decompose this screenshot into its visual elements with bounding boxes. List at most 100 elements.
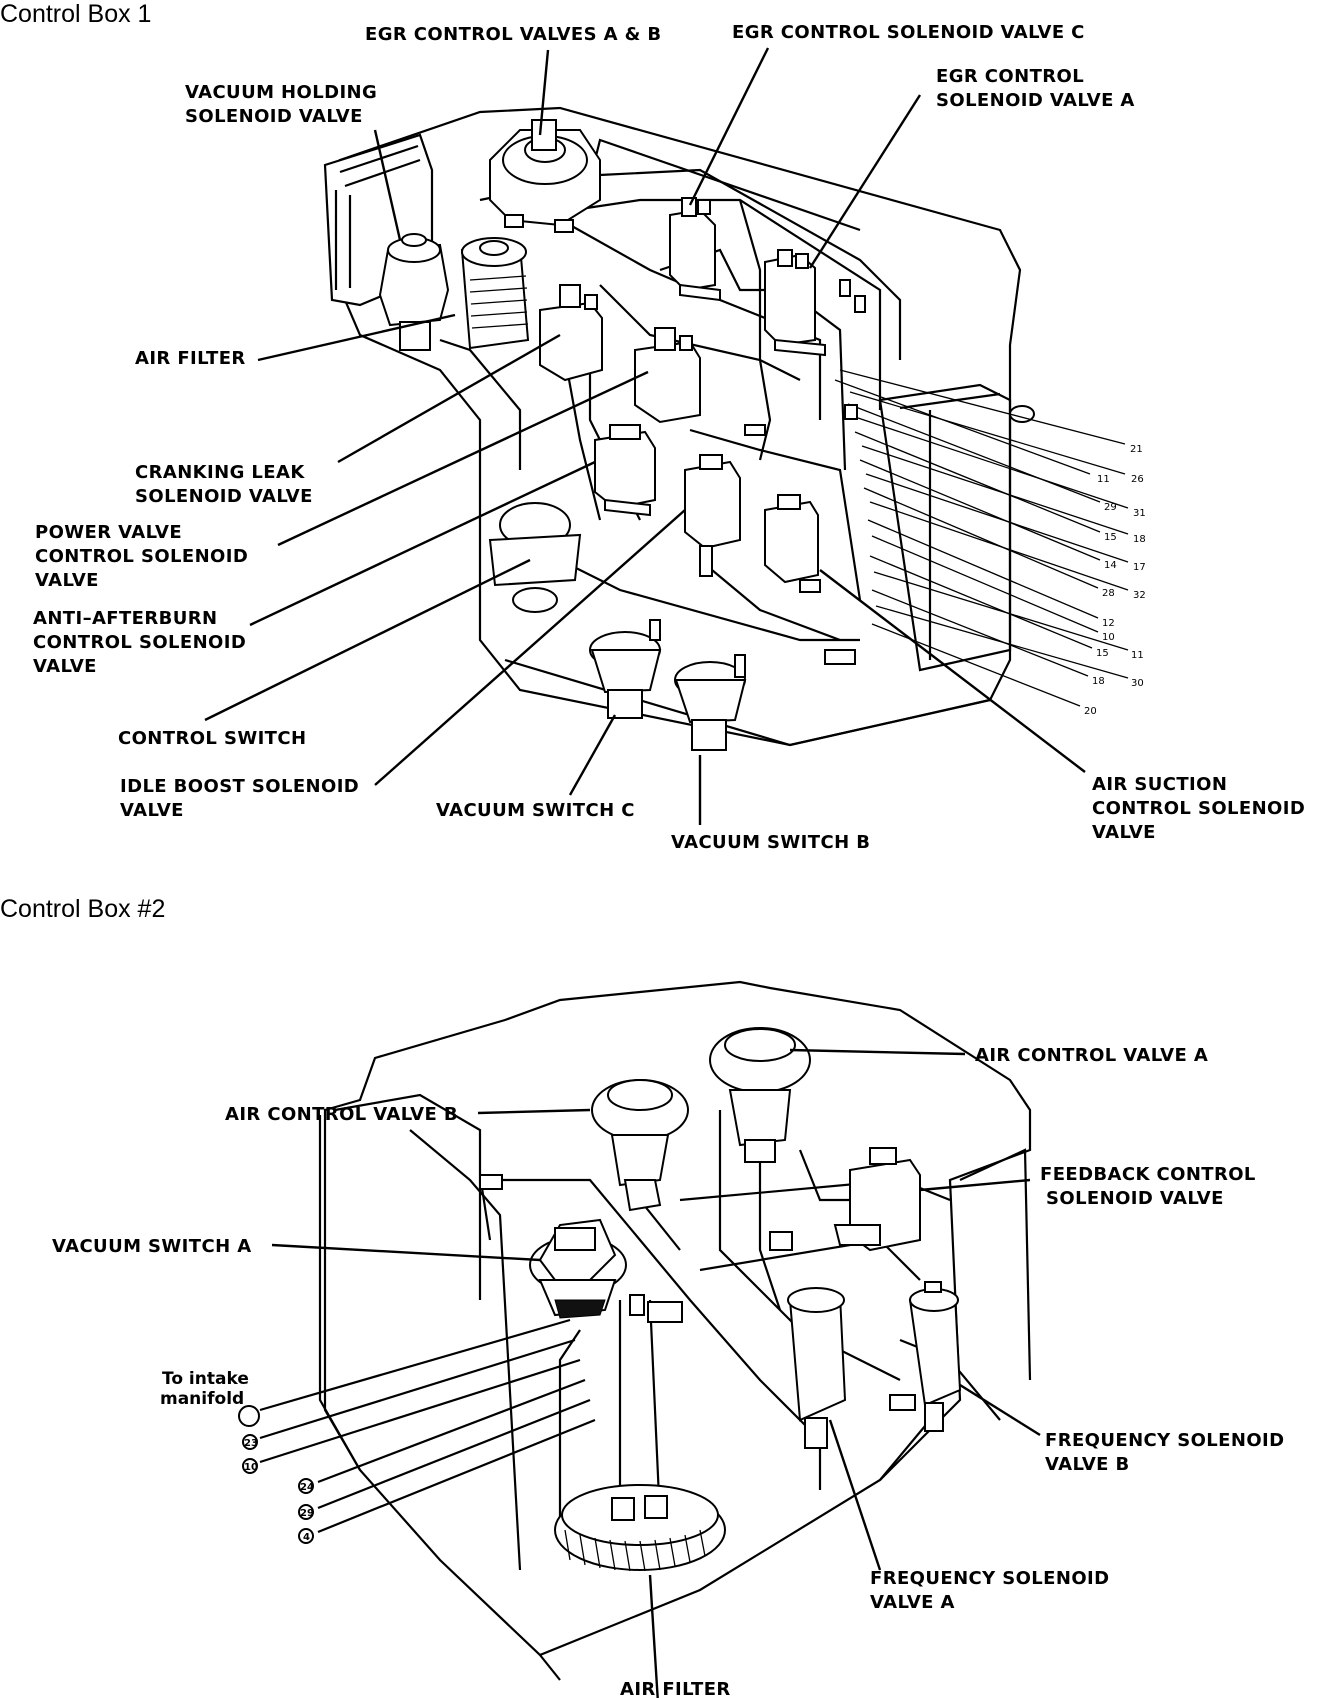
control-box-1-housing xyxy=(323,106,1035,747)
label-air-control-valve-b: AIR CONTROL VALVE B xyxy=(225,1104,458,1125)
port-number: 11 xyxy=(1097,474,1110,485)
intake-manifold-port xyxy=(238,1405,260,1427)
idle-boost-solenoid-valve xyxy=(684,454,741,577)
label-power-valve-line3: VALVE xyxy=(35,570,99,591)
label-anti-afterburn-line1: ANTI–AFTERBURN xyxy=(33,608,218,629)
label-egr-control-solenoid-valve-a-line2: SOLENOID VALVE A xyxy=(936,90,1135,111)
label-feedback-control-line2: SOLENOID VALVE xyxy=(1046,1188,1224,1209)
vacuum-holding-solenoid-valve xyxy=(378,233,450,351)
air-filter-1 xyxy=(460,237,530,350)
control-box-2-labels: AIR CONTROL VALVE A AIR CONTROL VALVE B … xyxy=(52,1045,1284,1698)
label-air-suction-line3: VALVE xyxy=(1092,822,1156,843)
port-number: 10 xyxy=(1102,632,1115,643)
port-number: 23 xyxy=(244,1438,258,1449)
label-frequency-solenoid-b-line2: VALVE B xyxy=(1045,1454,1130,1475)
control-box-2-housing xyxy=(318,980,1032,1681)
frequency-solenoid-valve-a xyxy=(787,1287,847,1449)
control-box-1-labels: EGR CONTROL VALVES A & B EGR CONTROL SOL… xyxy=(33,22,1305,853)
control-switch xyxy=(488,502,582,613)
label-frequency-solenoid-a-line2: VALVE A xyxy=(870,1592,955,1613)
frequency-solenoid-valve-b xyxy=(889,1281,962,1432)
port-number: 12 xyxy=(1102,618,1115,629)
egr-control-valves-ab xyxy=(489,119,601,233)
port-number: 30 xyxy=(1131,678,1144,689)
vacuum-switch-a xyxy=(529,1218,627,1319)
vacuum-switch-b xyxy=(674,654,747,751)
feedback-control-solenoid-valve xyxy=(833,1147,921,1252)
control-box-1-port-hoses xyxy=(834,369,1129,707)
egr-control-solenoid-valve-a xyxy=(764,249,866,357)
port-circle-10 xyxy=(242,1458,258,1474)
label-cranking-leak-line2: SOLENOID VALVE xyxy=(135,486,313,507)
box2-fittings xyxy=(479,1174,793,1323)
control-box-2-title: Control Box #2 xyxy=(0,895,165,923)
control-box-2-leader-lines xyxy=(271,1048,1041,1698)
label-cranking-leak-line1: CRANKING LEAK xyxy=(135,462,305,483)
label-vacuum-switch-c: VACUUM SWITCH C xyxy=(436,800,635,821)
control-box-1: Control Box 1 xyxy=(0,0,1305,853)
label-egr-control-solenoid-valve-c: EGR CONTROL SOLENOID VALVE C xyxy=(732,22,1085,43)
label-control-switch: CONTROL SWITCH xyxy=(118,728,306,749)
port-number: 21 xyxy=(1130,444,1143,455)
label-vacuum-holding-line1: VACUUM HOLDING xyxy=(185,82,377,103)
label-frequency-solenoid-a-line1: FREQUENCY SOLENOID xyxy=(870,1568,1109,1589)
port-circle-4 xyxy=(298,1528,314,1544)
label-air-filter-1: AIR FILTER xyxy=(135,348,246,369)
port-number: 18 xyxy=(1092,676,1105,687)
label-power-valve-line1: POWER VALVE xyxy=(35,522,182,543)
box1-fittings xyxy=(744,404,858,665)
label-air-filter-2: AIR FILTER xyxy=(620,1679,731,1698)
port-number: 4 xyxy=(303,1532,310,1543)
air-suction-control-solenoid-valve xyxy=(764,494,821,593)
port-circle-24 xyxy=(298,1478,314,1494)
label-air-suction-line2: CONTROL SOLENOID xyxy=(1092,798,1305,819)
port-circle-29 xyxy=(298,1504,314,1520)
port-circle-23 xyxy=(242,1434,258,1450)
label-idle-boost-line1: IDLE BOOST SOLENOID xyxy=(120,776,359,797)
control-box-1-title: Control Box 1 xyxy=(0,0,151,28)
port-number: 31 xyxy=(1133,508,1146,519)
port-number: 29 xyxy=(300,1508,314,1519)
port-number: 14 xyxy=(1104,560,1117,571)
label-air-suction-line1: AIR SUCTION xyxy=(1092,774,1227,795)
label-anti-afterburn-line2: CONTROL SOLENOID xyxy=(33,632,246,653)
vacuum-switch-c xyxy=(589,619,662,719)
label-feedback-control-line1: FEEDBACK CONTROL xyxy=(1040,1164,1256,1185)
label-egr-control-valves-ab: EGR CONTROL VALVES A & B xyxy=(365,24,662,45)
label-vacuum-switch-b: VACUUM SWITCH B xyxy=(671,832,870,853)
label-vacuum-holding-line2: SOLENOID VALVE xyxy=(185,106,363,127)
control-box-2-port-hoses xyxy=(259,1318,596,1534)
port-number: 11 xyxy=(1131,650,1144,661)
power-valve-control-solenoid-valve xyxy=(634,327,701,424)
label-anti-afterburn-line3: VALVE xyxy=(33,656,97,677)
air-control-valve-a xyxy=(709,1027,811,1163)
port-number: 10 xyxy=(244,1462,258,1473)
label-manifold: manifold xyxy=(160,1389,244,1409)
label-egr-control-solenoid-valve-a-line1: EGR CONTROL xyxy=(936,66,1084,87)
cranking-leak-solenoid-valve xyxy=(539,284,603,382)
port-number: 15 xyxy=(1096,648,1109,659)
anti-afterburn-control-solenoid-valve xyxy=(594,424,656,517)
control-box-1-leader-lines xyxy=(204,47,1086,825)
port-number: 26 xyxy=(1131,474,1144,485)
control-box-2: Control Box #2 xyxy=(0,895,1284,1698)
label-idle-boost-line2: VALVE xyxy=(120,800,184,821)
label-air-control-valve-a: AIR CONTROL VALVE A xyxy=(975,1045,1208,1066)
port-number: 15 xyxy=(1104,532,1117,543)
port-number: 24 xyxy=(300,1482,314,1493)
egr-control-solenoid-valve-c xyxy=(669,197,721,302)
control-box-2-ports: 23 10 24 29 4 xyxy=(238,1405,314,1544)
port-number: 32 xyxy=(1133,590,1146,601)
label-vacuum-switch-a: VACUUM SWITCH A xyxy=(52,1236,252,1257)
port-number: 29 xyxy=(1104,502,1117,513)
air-control-valve-b xyxy=(591,1079,689,1212)
port-number: 18 xyxy=(1133,534,1146,545)
port-number: 20 xyxy=(1084,706,1097,717)
label-frequency-solenoid-b-line1: FREQUENCY SOLENOID xyxy=(1045,1430,1284,1451)
port-number: 28 xyxy=(1102,588,1115,599)
label-to-intake: To intake xyxy=(162,1369,249,1389)
control-box-1-port-numbers: 21 11 26 29 31 15 18 14 17 28 32 12 10 1… xyxy=(1084,444,1146,717)
label-power-valve-line2: CONTROL SOLENOID xyxy=(35,546,248,567)
port-number: 17 xyxy=(1133,562,1146,573)
